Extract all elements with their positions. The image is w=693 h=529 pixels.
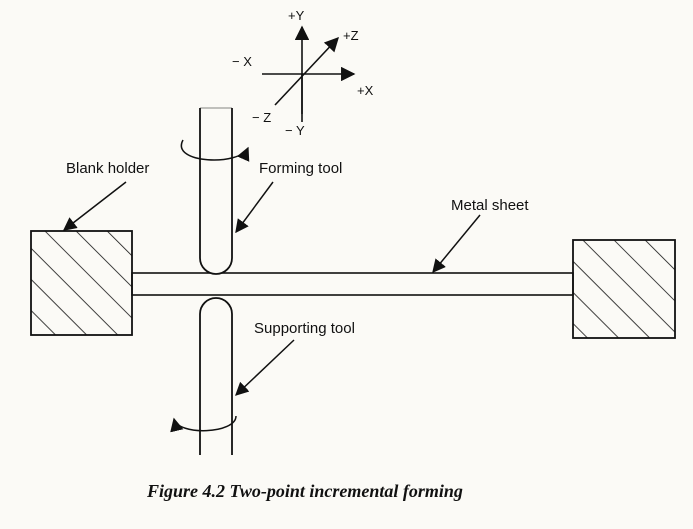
axis-label-plus-y: +Y	[288, 8, 305, 23]
left-blank-holder	[30, 230, 133, 336]
axis-label-minus-y: − Y	[285, 123, 305, 138]
axis-label-minus-z: − Z	[252, 110, 271, 125]
right-blank-holder	[572, 239, 676, 339]
metal-sheet	[131, 272, 574, 296]
supporting-tool-leader	[235, 339, 295, 396]
forming-tool	[199, 108, 233, 275]
axis-label-plus-z: +Z	[343, 28, 359, 43]
metal-sheet-label: Metal sheet	[451, 197, 529, 214]
blank-holder-leader	[62, 181, 127, 231]
z-axis-line	[274, 36, 339, 106]
forming-tool-label: Forming tool	[259, 160, 342, 177]
figure-caption: Figure 4.2 Two-point incremental forming	[146, 481, 463, 501]
blank-holder-label: Blank holder	[66, 160, 149, 177]
forming-tool-leader	[235, 181, 274, 234]
supporting-tool-rotation-arrow	[170, 415, 237, 433]
axis-cross	[262, 25, 356, 122]
axis-label-plus-x: +X	[357, 83, 374, 98]
axis-label-minus-x: − X	[232, 54, 252, 69]
supporting-tool-label: Supporting tool	[254, 320, 355, 337]
metal-sheet-leader	[432, 214, 481, 274]
supporting-tool	[199, 297, 233, 455]
forming-tool-rotation-arrow	[180, 139, 250, 162]
